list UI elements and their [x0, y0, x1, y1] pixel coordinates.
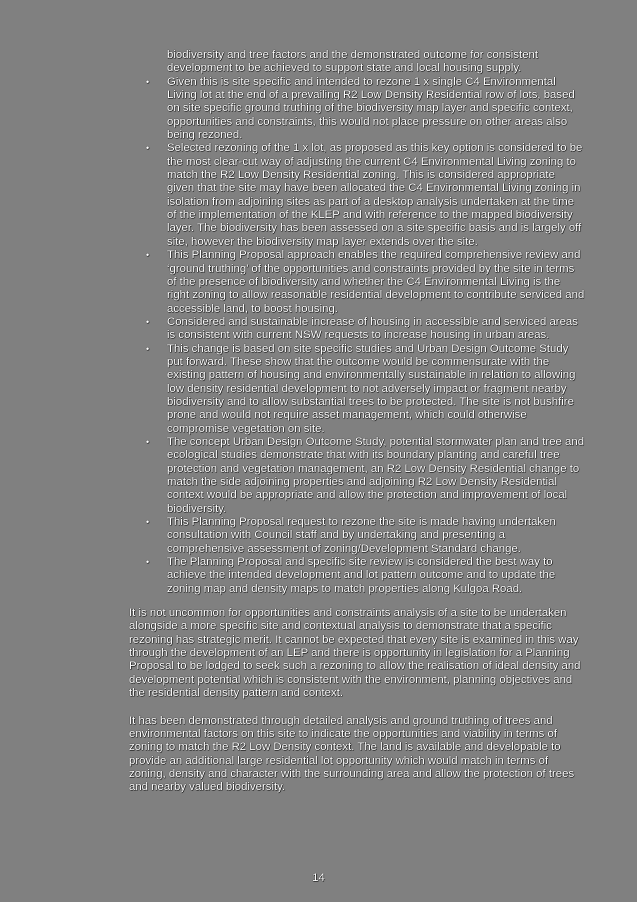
list-item: • This Planning Proposal approach enable… — [129, 249, 585, 316]
list-item-text: This Planning Proposal request to rezone… — [167, 516, 556, 555]
list-item: • Considered and sustainable increase of… — [129, 316, 585, 343]
list-item: • The Planning Proposal and specific sit… — [129, 556, 585, 596]
list-item-text: The Planning Proposal and specific site … — [167, 556, 556, 595]
list-item-text: Selected rezoning of the 1 x lot, as pro… — [167, 142, 583, 248]
bullet-icon: • — [146, 343, 150, 354]
bullet-icon: • — [146, 76, 150, 87]
bullet-icon: • — [146, 250, 150, 261]
list-item: • Selected rezoning of the 1 x lot, as p… — [129, 142, 585, 249]
bullet-icon: • — [146, 436, 150, 447]
list-item: • This Planning Proposal request to rezo… — [129, 516, 585, 556]
list-item-text: This change is based on site specific st… — [167, 342, 576, 435]
bullet-icon: • — [146, 143, 150, 154]
continuation-text: biodiversity and tree factors and the de… — [167, 49, 539, 75]
body-paragraph: It has been demonstrated through detaile… — [129, 714, 575, 794]
document-page: biodiversity and tree factors and the de… — [129, 49, 585, 795]
page-number: 14 — [312, 872, 325, 884]
bullet-icon: • — [146, 316, 150, 327]
list-item: • The concept Urban Design Outcome Study… — [129, 436, 585, 516]
list-item-text: Considered and sustainable increase of h… — [167, 315, 578, 342]
list-item-text: This Planning Proposal approach enables … — [167, 249, 585, 315]
list-item-text: The concept Urban Design Outcome Study, … — [167, 435, 585, 515]
bullet-icon: • — [146, 517, 150, 528]
bullet-icon: • — [146, 557, 150, 568]
body-paragraph: It is not uncommon for opportunities and… — [129, 607, 581, 700]
list-item: • Given this is site specific and intend… — [129, 76, 585, 143]
list-item: • This change is based on site specific … — [129, 343, 585, 436]
bullet-list: • Given this is site specific and intend… — [129, 76, 585, 596]
list-item-text: Given this is site specific and intended… — [167, 75, 575, 142]
